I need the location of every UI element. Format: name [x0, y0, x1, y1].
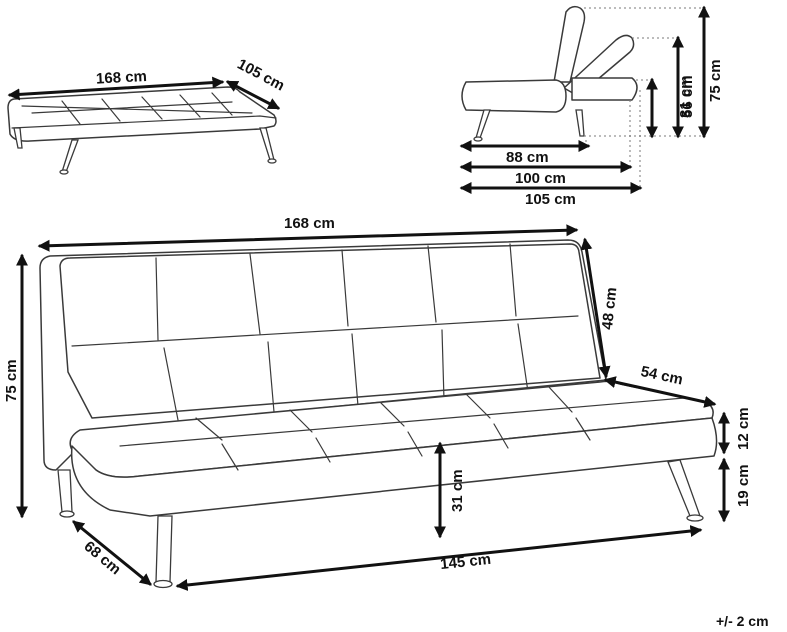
sofa-leg	[57, 469, 73, 513]
flat-bed-leg	[13, 127, 23, 149]
back-width-label: 168 cm	[284, 215, 335, 232]
sofa-seat-front	[70, 417, 718, 517]
front-width-dimension	[175, 525, 703, 591]
seat-depth-label: 54 cm	[639, 363, 684, 388]
side-leg	[575, 109, 585, 137]
flat-bed-width-label: 168 cm	[96, 68, 148, 88]
sofa-backrest-seams	[71, 243, 579, 421]
sofa-foot	[59, 510, 75, 518]
sofa-foot	[153, 579, 173, 589]
side-backrest-upright	[553, 5, 586, 83]
cushion-height-label: 12 cm	[735, 407, 752, 450]
total-height-label: 75 cm	[3, 359, 20, 402]
back-height-label: 48 cm	[599, 286, 620, 330]
side-total-height-label: 75 cm	[707, 59, 724, 102]
side-backrest-flat	[571, 77, 638, 101]
back-width-dimension	[37, 224, 579, 252]
flat-bed-foot	[59, 169, 69, 175]
flat-bed-edge	[11, 115, 277, 129]
seat-depth-dimension	[603, 376, 717, 408]
front-width-label: 145 cm	[439, 551, 491, 573]
sofa-foot	[686, 514, 704, 522]
sofa-leg	[155, 515, 173, 583]
side-depth-mid-label: 100 cm	[515, 170, 566, 187]
flat-bed-width-dimension	[7, 76, 225, 101]
flat-bed-leg	[61, 139, 79, 173]
side-mid-height-label: 56 cm	[679, 75, 696, 118]
flat-bed-view: 168 cm 105 cm	[7, 56, 287, 175]
leg-height-label: 19 cm	[735, 464, 752, 507]
flat-bed-depth-dimension	[225, 80, 281, 110]
sofa-seat-seams	[119, 385, 685, 471]
tolerance-note: +/- 2 cm	[716, 613, 769, 629]
side-depth-dimension	[72, 520, 152, 586]
seat-height-label: 31 cm	[449, 469, 466, 512]
flat-bed-foot	[267, 158, 277, 164]
main-sofa-view: 168 cm 48 cm 54 cm 12 cm 19 cm 75 cm 31 …	[3, 215, 752, 591]
side-depth-flat-label: 105 cm	[525, 191, 576, 208]
side-depth-seat-label: 88 cm	[506, 149, 549, 166]
flat-bed-seams	[21, 92, 253, 125]
sofa-leg	[667, 459, 701, 517]
flat-bed-leg	[259, 127, 275, 161]
flat-bed-mattress	[7, 86, 277, 142]
back-height-dimension	[580, 237, 611, 379]
side-foot	[473, 136, 483, 142]
side-profile-view: 88 cm 100 cm 105 cm 31 cm 56 cm 75 cm	[459, 5, 724, 208]
side-leg	[475, 109, 491, 139]
side-seat-cushion	[461, 79, 567, 113]
